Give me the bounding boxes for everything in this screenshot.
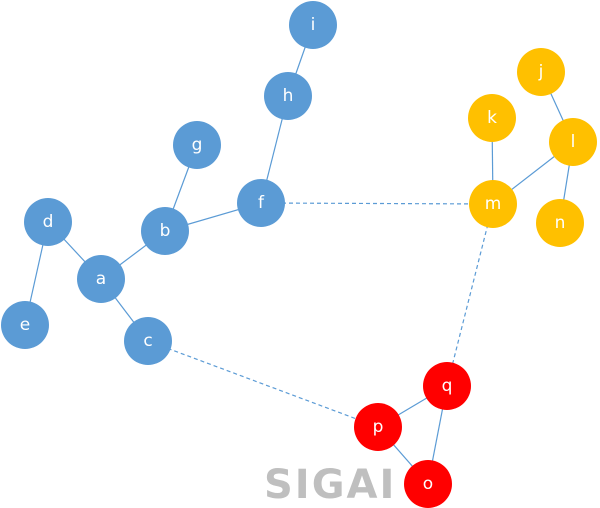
node-circle-l — [549, 118, 597, 166]
edge-c-p — [147, 340, 379, 428]
node-m: m — [469, 180, 517, 228]
node-label-g: g — [192, 135, 203, 155]
node-d: d — [24, 198, 72, 246]
node-label-l: l — [571, 132, 576, 152]
node-label-f: f — [258, 193, 265, 213]
node-f: f — [237, 179, 285, 227]
node-circle-j — [517, 48, 565, 96]
node-label-k: k — [487, 108, 497, 128]
node-label-o: o — [423, 474, 433, 494]
node-circle-a — [77, 255, 125, 303]
node-label-j: j — [538, 62, 544, 82]
node-circle-c — [124, 317, 172, 365]
node-q: q — [423, 362, 471, 410]
node-circle-m — [469, 180, 517, 228]
node-e: e — [1, 301, 49, 349]
node-label-a: a — [96, 269, 106, 289]
node-label-b: b — [160, 221, 171, 241]
node-label-e: e — [20, 315, 30, 335]
node-circle-p — [354, 403, 402, 451]
node-g: g — [173, 121, 221, 169]
node-label-p: p — [373, 417, 384, 437]
node-circle-h — [264, 72, 312, 120]
node-a: a — [77, 255, 125, 303]
node-circle-e — [1, 301, 49, 349]
watermark-logo: SIGAI — [264, 462, 396, 508]
node-circle-f — [237, 179, 285, 227]
node-label-h: h — [283, 86, 294, 106]
node-b: b — [141, 207, 189, 255]
node-label-i: i — [311, 15, 316, 35]
node-j: j — [517, 48, 565, 96]
node-circle-n — [536, 199, 584, 247]
node-circle-q — [423, 362, 471, 410]
node-label-d: d — [43, 212, 54, 232]
edge-f-m — [260, 202, 494, 205]
node-circle-i — [289, 1, 337, 49]
node-o: o — [404, 460, 452, 508]
edge-m-q — [446, 203, 494, 387]
node-circle-k — [468, 94, 516, 142]
node-label-c: c — [143, 331, 152, 351]
node-circle-d — [24, 198, 72, 246]
node-n: n — [536, 199, 584, 247]
node-circle-g — [173, 121, 221, 169]
node-circle-b — [141, 207, 189, 255]
node-label-n: n — [555, 213, 566, 233]
node-label-m: m — [485, 194, 502, 214]
node-label-q: q — [442, 376, 453, 396]
node-k: k — [468, 94, 516, 142]
node-c: c — [124, 317, 172, 365]
node-i: i — [289, 1, 337, 49]
node-h: h — [264, 72, 312, 120]
node-l: l — [549, 118, 597, 166]
node-p: p — [354, 403, 402, 451]
node-circle-o — [404, 460, 452, 508]
